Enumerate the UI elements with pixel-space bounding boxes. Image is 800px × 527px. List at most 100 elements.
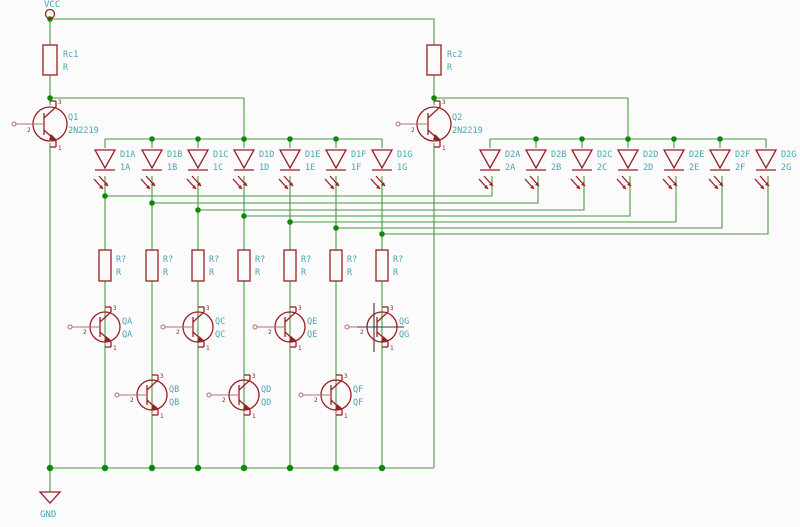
component-d2a[interactable]: D2A 2A xyxy=(478,149,520,190)
led-ray-arrow-1 xyxy=(535,182,539,186)
d1f-ref: D1F xyxy=(351,150,366,160)
segment-transistor-group: 2 3 1 QA QA 2 3 1 xyxy=(67,303,409,420)
junction-q2-collector xyxy=(431,95,437,101)
component-qa[interactable]: 2 3 1 QA QA xyxy=(67,305,132,352)
qd-collector-lead xyxy=(238,379,251,391)
component-rc1[interactable]: Rc1 R xyxy=(42,44,78,76)
qd-pin2-num: 2 xyxy=(222,397,226,404)
q1-ref: Q1 xyxy=(68,113,78,123)
led-triangle-icon xyxy=(570,149,594,170)
led-ray-arrow-2 xyxy=(192,185,196,189)
vcc-label: VCC xyxy=(44,0,60,10)
component-d1b[interactable]: D1B 1B xyxy=(140,149,182,190)
component-d1d[interactable]: D1D 1D xyxy=(232,149,274,190)
component-d1g[interactable]: D1G 1G xyxy=(370,149,412,190)
qg-pin1-num: 1 xyxy=(390,345,394,352)
q2-pin2-num: 2 xyxy=(411,127,415,134)
component-qg[interactable]: 2 3 1 QG QG xyxy=(344,303,409,352)
d2d-ref: D2D xyxy=(643,150,658,160)
junction-seg-e xyxy=(287,219,293,225)
wire-q2c-to-d2bus xyxy=(434,97,629,139)
power-symbol-gnd[interactable]: GND xyxy=(38,491,62,520)
component-base-resistor-b[interactable]: R? R xyxy=(145,249,173,282)
qc-pin1-num: 1 xyxy=(206,345,210,352)
d2a-value: 2A xyxy=(505,163,515,173)
qc-pin2-num: 2 xyxy=(176,329,180,336)
wire-seg-e-link xyxy=(290,176,677,223)
component-rc2[interactable]: Rc2 R xyxy=(426,44,462,76)
component-qb[interactable]: 2 3 1 QB QB xyxy=(114,373,179,420)
component-base-resistor-c[interactable]: R? R xyxy=(191,249,219,282)
junction-seg-f xyxy=(333,225,339,231)
component-base-resistor-d[interactable]: R? R xyxy=(237,249,265,282)
d2b-ref: D2B xyxy=(551,150,566,160)
component-qf[interactable]: 2 3 1 QF QF xyxy=(298,373,363,420)
component-d2f[interactable]: D2F 2F xyxy=(708,149,750,190)
ra-value: R xyxy=(116,268,122,278)
component-base-resistor-a[interactable]: R? R xyxy=(98,249,126,282)
qg-ref: QG xyxy=(399,317,409,327)
component-d2e[interactable]: D2E 2E xyxy=(662,149,704,190)
component-d1c[interactable]: D1C 1C xyxy=(186,149,228,190)
component-base-resistor-f[interactable]: R? R xyxy=(329,249,357,282)
led-triangle-icon xyxy=(754,149,778,170)
qc-ref: QC xyxy=(215,317,225,327)
component-base-resistor-g[interactable]: R? R xyxy=(375,249,403,282)
qa-base-terminal-icon xyxy=(67,324,73,330)
qd-pin1-num: 1 xyxy=(252,413,256,420)
component-d1f[interactable]: D1F 1F xyxy=(324,149,366,190)
junction-seg-a xyxy=(102,193,108,199)
resistor-body-icon xyxy=(42,44,58,76)
power-symbol-vcc[interactable]: VCC xyxy=(44,0,60,20)
resistor-body-icon xyxy=(145,249,159,282)
d2f-ref: D2F xyxy=(735,150,750,160)
component-qe[interactable]: 2 3 1 QE QE xyxy=(252,305,317,352)
rc1-ref: Rc1 xyxy=(63,50,78,60)
d2f-value: 2F xyxy=(735,163,745,173)
component-qc[interactable]: 2 3 1 QC QC xyxy=(160,305,225,352)
qe-ref: QE xyxy=(307,317,317,327)
component-d2b[interactable]: D2B 2B xyxy=(524,149,566,190)
rd-value: R xyxy=(255,268,261,278)
led-ray-arrow-2 xyxy=(484,185,488,189)
component-d2c[interactable]: D2C 2C xyxy=(570,149,612,190)
wire-seg-g-link xyxy=(382,176,769,235)
qb-ref: QB xyxy=(169,385,179,395)
qg-base-terminal-icon xyxy=(344,324,350,330)
component-base-resistor-e[interactable]: R? R xyxy=(283,249,311,282)
qd-base-terminal-icon xyxy=(206,392,212,398)
led-triangle-icon xyxy=(186,149,210,170)
junction-gnd-0 xyxy=(46,464,54,472)
qd-emitter-arrow-icon xyxy=(243,404,251,410)
led-ray-arrow-2 xyxy=(530,185,534,189)
led-triangle-icon xyxy=(278,149,302,170)
junction-d1b-bus xyxy=(149,136,155,142)
led-triangle-icon xyxy=(140,149,164,170)
led-ray-arrow-1 xyxy=(581,182,585,186)
d2e-ref: D2E xyxy=(689,150,704,160)
component-d1a[interactable]: D1A 1A xyxy=(93,149,135,190)
qb-value: QB xyxy=(169,398,179,408)
qf-pin2-num: 2 xyxy=(314,397,318,404)
d2a-ref: D2A xyxy=(505,150,520,160)
led-ray-arrow-2 xyxy=(376,185,380,189)
rc-ref: R? xyxy=(209,255,219,265)
component-d2d[interactable]: D2D 2D xyxy=(616,149,658,190)
component-d2g[interactable]: D2G 2G xyxy=(754,149,796,190)
rd-ref: R? xyxy=(255,255,265,265)
component-d1e[interactable]: D1E 1E xyxy=(278,149,320,190)
led-group-digit2: D2A 2A D2B 2B D2C 2C xyxy=(478,149,796,190)
qb-pin2-num: 2 xyxy=(130,397,134,404)
wire-layer xyxy=(49,18,769,492)
q1-collector-lead xyxy=(43,106,57,119)
resistor-body-icon xyxy=(98,249,112,282)
component-q1[interactable]: 2 3 1 Q1 2N2219 xyxy=(11,99,99,152)
component-qd[interactable]: 2 3 1 QD QD xyxy=(206,373,271,420)
component-q2[interactable]: 2 3 1 Q2 2N2219 xyxy=(395,99,483,152)
qe-base-terminal-icon xyxy=(252,324,258,330)
q2-collector-lead xyxy=(427,106,441,119)
rb-value: R xyxy=(163,268,169,278)
d1c-value: 1C xyxy=(213,163,223,173)
